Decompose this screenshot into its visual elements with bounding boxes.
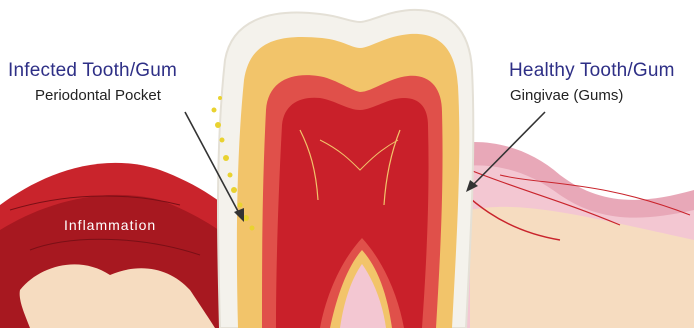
infected-title: Infected Tooth/Gum: [8, 60, 177, 82]
healthy-title: Healthy Tooth/Gum: [509, 60, 675, 82]
tooth: [218, 10, 473, 328]
gingivae-label: Gingivae (Gums): [510, 87, 623, 104]
inflammation-label: Inflammation: [64, 217, 156, 233]
periodontal-pocket-label: Periodontal Pocket: [35, 87, 161, 104]
